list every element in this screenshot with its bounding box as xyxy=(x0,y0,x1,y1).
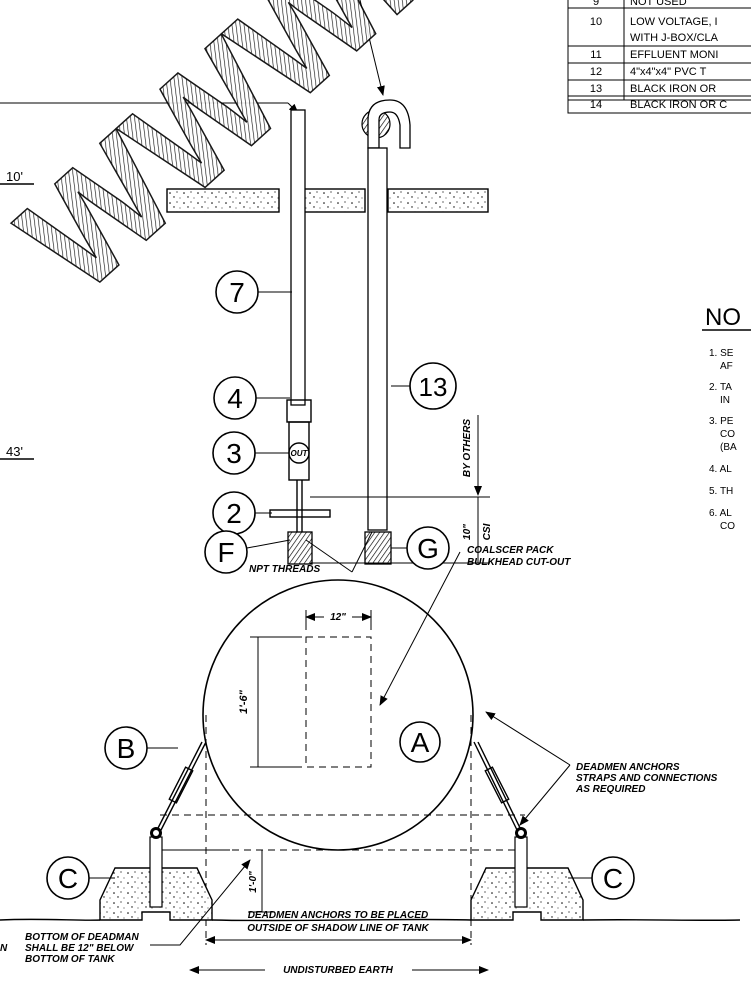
bottom-deadman-label-1: BOTTOM OF DEADMAN xyxy=(25,932,139,943)
deadman-right xyxy=(470,827,584,921)
note-1-line2: AF xyxy=(720,361,733,372)
watermark: WWW.LL xyxy=(0,0,578,324)
note-2: 2. TA xyxy=(709,382,732,393)
note-3: 3. PE xyxy=(709,416,734,427)
elevation-top: 10' xyxy=(6,169,23,184)
bottom-annotations: BOTTOM OF DEADMAN SHALL BE 12" BELOW BOT… xyxy=(0,859,489,976)
schedule-no-14: 14 xyxy=(590,99,602,111)
callout-4: 4 xyxy=(227,383,243,414)
schedule-no-10: 10 xyxy=(590,16,602,28)
coalescer-label-2: BULKHEAD CUT-OUT xyxy=(467,557,571,568)
dim-1-6-label: 1'-6" xyxy=(238,689,250,714)
out-label: OUT xyxy=(291,449,309,458)
callout-3: 3 xyxy=(226,438,242,469)
deadman-left xyxy=(99,827,213,921)
left-edge-label: N xyxy=(0,943,8,954)
callout-13: 13 xyxy=(419,372,448,402)
vent-pipe xyxy=(359,0,411,565)
straps: DEADMEN ANCHORS STRAPS AND CONNECTIONS A… xyxy=(155,711,718,833)
elevation-mid: 43' xyxy=(6,444,23,459)
schedule-no-12: 12 xyxy=(590,66,602,78)
note-5: 5. TH xyxy=(709,486,733,497)
notes-block: NO 1. SE AF 2. TA IN 3. PE CO (BA 4. AL … xyxy=(702,304,751,532)
grade-line xyxy=(0,918,741,922)
ground-slab xyxy=(166,188,489,213)
note-6-line2: CO xyxy=(720,521,735,532)
note-1: 1. SE xyxy=(709,348,734,359)
callout-A: A xyxy=(411,727,430,758)
callouts: 7 4 3 2 F 13 G A B C C xyxy=(46,270,635,900)
shadow-lines: 1'-0" xyxy=(160,715,525,945)
callout-F: F xyxy=(217,537,234,568)
note-3-line2: CO xyxy=(720,429,735,440)
schedule-desc-10: LOW VOLTAGE, I xyxy=(630,16,718,28)
npt-threads-label: NPT THREADS xyxy=(249,564,320,575)
csi-label: CSI xyxy=(482,523,493,540)
placed-label-1: DEADMEN ANCHORS TO BE PLACED xyxy=(248,910,429,921)
deadmen-label-3: AS REQUIRED xyxy=(575,784,645,795)
dim-12-label: 12" xyxy=(330,612,346,623)
dimension-by-others: BY OTHERS 10" CSI xyxy=(310,415,493,564)
schedule-no-11: 11 xyxy=(590,49,601,61)
by-others-label: BY OTHERS xyxy=(462,419,473,477)
callout-C-right: C xyxy=(603,863,623,894)
note-4: 4. AL xyxy=(709,464,732,475)
schedule-table: 9 NOT USED 10 LOW VOLTAGE, I WITH J-BOX/… xyxy=(567,0,751,114)
schedule-desc-11: EFFLUENT MONI xyxy=(630,49,718,61)
notes-heading: NO xyxy=(705,304,741,331)
callout-C-left: C xyxy=(58,863,78,894)
schedule-no-13: 13 xyxy=(590,83,602,95)
callout-G: G xyxy=(417,533,439,564)
dim-10-label: 10" xyxy=(462,524,473,540)
schedule-desc-14: BLACK IRON OR C xyxy=(630,99,727,111)
callout-7: 7 xyxy=(229,277,245,308)
bottom-deadman-label-3: BOTTOM OF TANK xyxy=(25,954,115,965)
callout-B: B xyxy=(117,733,136,764)
tank: 12" 1'-6" COALSCER PACK BULKHEAD CUT-OUT… xyxy=(202,531,571,851)
schedule-desc-9: NOT USED xyxy=(630,0,687,8)
schedule-desc-12: 4"x4"x4" PVC T xyxy=(630,66,707,78)
deadmen-label-2: STRAPS AND CONNECTIONS xyxy=(576,773,718,784)
schedule-no-9: 9 xyxy=(593,0,599,8)
undisturbed-earth-label: UNDISTURBED EARTH xyxy=(283,965,394,976)
elevation-marks: 10' 43' xyxy=(0,169,34,460)
schedule-desc-10-line2: WITH J-BOX/CLA xyxy=(630,32,719,44)
note-2-line2: IN xyxy=(720,395,730,406)
bottom-deadman-label-2: SHALL BE 12" BELOW xyxy=(25,943,135,954)
schedule-desc-13: BLACK IRON OR xyxy=(630,83,716,95)
placed-label-2: OUTSIDE OF SHADOW LINE OF TANK xyxy=(247,923,429,934)
deadmen-label-1: DEADMEN ANCHORS xyxy=(576,762,680,773)
outlet-pipe: OUT xyxy=(0,102,331,565)
note-3-line3: (BA xyxy=(720,442,737,453)
dim-1-0-label: 1'-0" xyxy=(248,871,259,893)
callout-2: 2 xyxy=(226,498,242,529)
coalescer-label-1: COALSCER PACK xyxy=(467,545,554,556)
note-6: 6. AL xyxy=(709,508,732,519)
